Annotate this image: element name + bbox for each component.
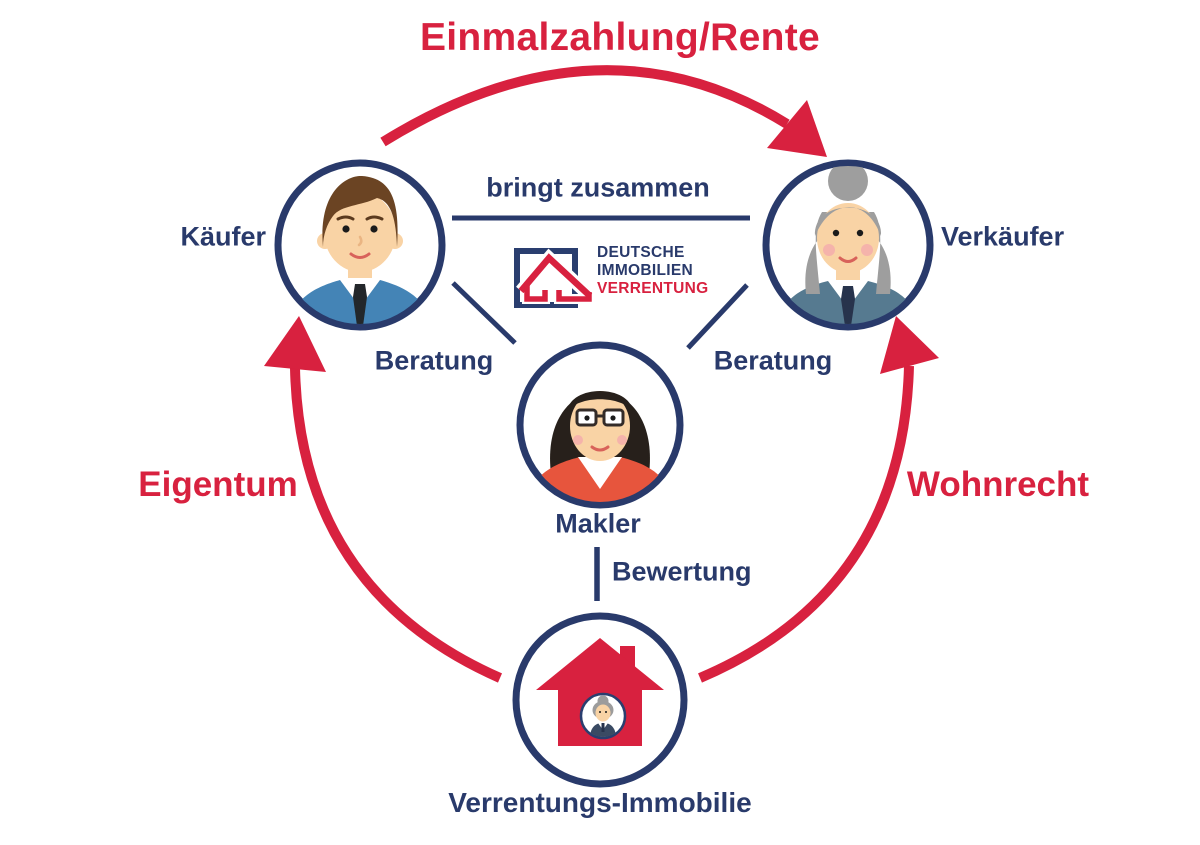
bringt-zusammen-label: bringt zusammen xyxy=(486,172,710,203)
title-einmalzahlung-rente: Einmalzahlung/Rente xyxy=(419,16,821,59)
eigentum-label: Eigentum xyxy=(138,465,298,504)
payment-arrow-icon xyxy=(380,65,827,157)
makler-label: Makler xyxy=(555,508,641,539)
logo-house-icon xyxy=(514,248,595,308)
kaeufer-label: Käufer xyxy=(180,221,266,252)
logo-line-verrentung: VERRENTUNG xyxy=(597,280,709,297)
logo-line-deutsche: DEUTSCHE xyxy=(597,244,685,261)
logo-wordmark: DEUTSCHE IMMOBILIEN VERRENTUNG xyxy=(597,244,709,298)
verkaeufer-label: Verkäufer xyxy=(941,221,1065,252)
beratung-left-label: Beratung xyxy=(374,345,494,376)
ownership-arrow-icon xyxy=(264,316,503,683)
resident-avatar-icon xyxy=(590,695,616,737)
residence-right-arrow-icon xyxy=(698,316,939,683)
beratung-left-line xyxy=(451,281,517,345)
buyer-avatar-icon xyxy=(286,175,434,324)
beratung-right-label: Beratung xyxy=(713,345,833,376)
wohnrecht-label: Wohnrecht xyxy=(906,465,1090,504)
logo-line-immobilien: IMMOBILIEN xyxy=(597,262,693,279)
immobilie-label: Verrentungs-Immobilie xyxy=(448,787,752,818)
bewertung-label: Bewertung xyxy=(612,556,752,587)
beratung-right-line xyxy=(686,283,749,350)
seller-avatar-icon xyxy=(774,166,922,324)
house-icon xyxy=(536,638,664,746)
